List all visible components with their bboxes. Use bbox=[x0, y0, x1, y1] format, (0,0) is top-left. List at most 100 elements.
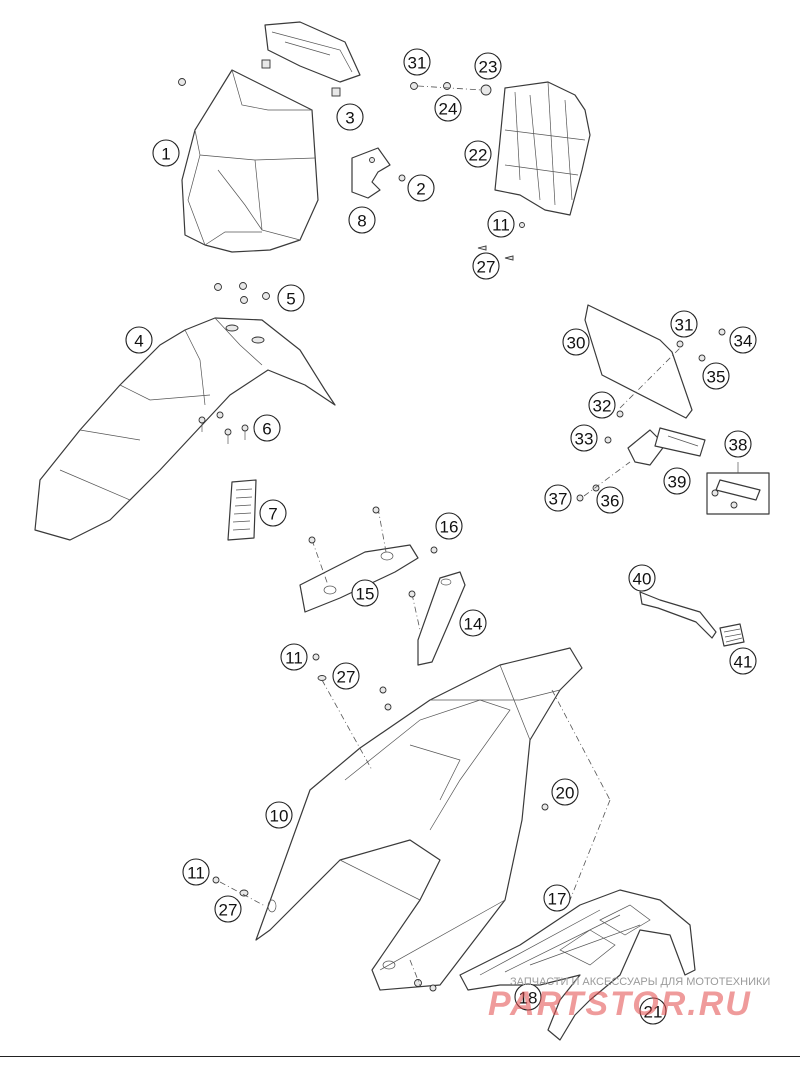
callout-10: 10 bbox=[265, 801, 293, 829]
callout-circle bbox=[348, 206, 376, 234]
callout-17: 17 bbox=[543, 884, 571, 912]
callout-circle bbox=[474, 52, 502, 80]
watermark-caption: ЗАПЧАСТИ И АКСЕССУАРЫ ДЛЯ МОТОТЕХНИКИ bbox=[510, 976, 770, 988]
callout-circle bbox=[543, 884, 571, 912]
callout-2: 2 bbox=[407, 174, 435, 202]
callout-15: 15 bbox=[351, 579, 379, 607]
callout-number: 31 bbox=[408, 54, 427, 73]
bracket-15 bbox=[299, 506, 438, 613]
callout-circle bbox=[702, 362, 730, 390]
callout-33: 33 bbox=[570, 424, 598, 452]
callout-circle bbox=[332, 662, 360, 690]
callout-circle bbox=[670, 310, 698, 338]
callout-circle bbox=[639, 997, 667, 1025]
headlight-mask bbox=[181, 69, 319, 253]
callout-32: 32 bbox=[588, 391, 616, 419]
callout-number: 4 bbox=[134, 332, 143, 351]
callout-23: 23 bbox=[474, 52, 502, 80]
callout-circle bbox=[336, 103, 364, 131]
callout-circle bbox=[253, 414, 281, 442]
callout-number: 23 bbox=[479, 58, 498, 77]
callout-number: 30 bbox=[567, 334, 586, 353]
callout-number: 34 bbox=[734, 332, 753, 351]
callout-number: 24 bbox=[439, 100, 458, 119]
front-fender bbox=[34, 317, 336, 541]
callout-number: 35 bbox=[707, 368, 726, 387]
callout-circle bbox=[152, 139, 180, 167]
callout-30: 30 bbox=[562, 328, 590, 356]
callout-number: 31 bbox=[675, 316, 694, 335]
callout-24: 24 bbox=[434, 94, 462, 122]
callout-number: 7 bbox=[268, 505, 277, 524]
callout-31: 31 bbox=[403, 48, 431, 76]
callout-number: 18 bbox=[519, 989, 538, 1008]
fender-screws bbox=[198, 411, 249, 444]
callout-number: 5 bbox=[286, 290, 295, 309]
callout-number: 6 bbox=[262, 420, 271, 439]
callout-21: 21 bbox=[639, 997, 667, 1025]
callout-circle bbox=[182, 858, 210, 886]
callout-circle bbox=[570, 424, 598, 452]
callout-number: 27 bbox=[337, 668, 356, 687]
callout-number: 27 bbox=[219, 901, 238, 920]
callout-number: 33 bbox=[575, 430, 594, 449]
callout-circle bbox=[724, 430, 752, 458]
callout-circle bbox=[729, 647, 757, 675]
callout-11: 11 bbox=[182, 858, 210, 886]
callout-41: 41 bbox=[729, 647, 757, 675]
fender-nuts bbox=[214, 282, 270, 304]
callout-number: 11 bbox=[187, 864, 205, 883]
callout-circle bbox=[407, 174, 435, 202]
callout-number: 40 bbox=[633, 570, 652, 589]
callout-11: 11 bbox=[280, 643, 308, 671]
callout-27: 27 bbox=[472, 252, 500, 280]
callout-number: 38 bbox=[729, 436, 748, 455]
callout-circle bbox=[544, 484, 572, 512]
callout-37: 37 bbox=[544, 484, 572, 512]
callout-number: 20 bbox=[556, 784, 575, 803]
callout-number: 3 bbox=[345, 109, 354, 128]
callout-circle bbox=[265, 801, 293, 829]
callout-circle bbox=[464, 140, 492, 168]
callout-number: 15 bbox=[356, 585, 375, 604]
callout-number: 2 bbox=[416, 180, 425, 199]
callout-circle bbox=[588, 391, 616, 419]
callout-16: 16 bbox=[435, 512, 463, 540]
headlight-cap bbox=[261, 21, 361, 97]
callout-circle bbox=[596, 486, 624, 514]
callout-number: 10 bbox=[270, 807, 289, 826]
callout-3: 3 bbox=[336, 103, 364, 131]
callout-circle bbox=[472, 252, 500, 280]
callout-circle bbox=[487, 210, 515, 238]
callout-18: 18 bbox=[514, 983, 542, 1011]
callout-1: 1 bbox=[152, 139, 180, 167]
callout-number: 22 bbox=[469, 146, 488, 165]
callout-circle bbox=[514, 983, 542, 1011]
callout-8: 8 bbox=[348, 206, 376, 234]
callout-circle bbox=[351, 579, 379, 607]
callout-circle bbox=[628, 564, 656, 592]
callout-38: 38 bbox=[724, 430, 752, 458]
callout-6: 6 bbox=[253, 414, 281, 442]
callout-5: 5 bbox=[277, 284, 305, 312]
sticker bbox=[227, 479, 257, 541]
callout-11: 11 bbox=[487, 210, 515, 238]
plate-light-38 bbox=[706, 462, 770, 515]
callout-circle bbox=[435, 512, 463, 540]
callout-circle bbox=[125, 326, 153, 354]
callout-40: 40 bbox=[628, 564, 656, 592]
callout-31: 31 bbox=[670, 310, 698, 338]
bracket-14 bbox=[408, 571, 466, 666]
callout-circle bbox=[277, 284, 305, 312]
bottom-rule bbox=[0, 1056, 800, 1057]
rear-fender bbox=[255, 647, 583, 991]
callout-number: 39 bbox=[668, 473, 687, 492]
callout-number: 17 bbox=[548, 890, 567, 909]
callout-circle bbox=[280, 643, 308, 671]
callout-7: 7 bbox=[259, 499, 287, 527]
callout-4: 4 bbox=[125, 326, 153, 354]
callout-20: 20 bbox=[551, 778, 579, 806]
callout-circle bbox=[459, 609, 487, 637]
watermark: ЗАПЧАСТИ И АКСЕССУАРЫ ДЛЯ МОТОТЕХНИКИ PA… bbox=[488, 976, 770, 1023]
callout-39: 39 bbox=[663, 467, 691, 495]
